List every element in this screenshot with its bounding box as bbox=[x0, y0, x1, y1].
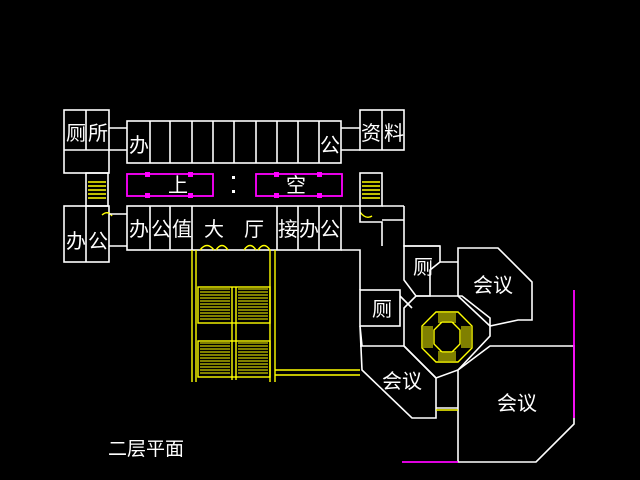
atrium-void bbox=[126, 172, 343, 198]
label-void-1: 上 bbox=[168, 173, 188, 197]
grand-stair bbox=[191, 250, 360, 382]
label-lobby-2: 公 bbox=[151, 217, 171, 241]
label-meeting-sw: 会议 bbox=[382, 369, 422, 393]
label-lobby-1: 办 bbox=[129, 217, 149, 241]
octagon-stair bbox=[403, 295, 491, 379]
label-archive-2: 料 bbox=[384, 121, 404, 145]
label-meeting-ne: 会议 bbox=[473, 273, 513, 297]
label-office-west-1: 办 bbox=[66, 229, 86, 253]
label-restroom-nw-2: 所 bbox=[88, 121, 108, 145]
label-archive-1: 资 bbox=[361, 121, 381, 145]
east-stair bbox=[359, 172, 405, 221]
label-office-top-right: 公 bbox=[320, 133, 340, 157]
west-stair bbox=[85, 172, 109, 207]
west-office bbox=[63, 205, 113, 263]
label-lobby-8: 公 bbox=[320, 217, 340, 241]
office-row-top bbox=[126, 120, 342, 164]
label-lobby-6: 接 bbox=[278, 217, 298, 241]
archive-block bbox=[341, 109, 405, 151]
drawing-caption: 二层平面 bbox=[108, 438, 184, 460]
east-restroom-1 bbox=[403, 245, 441, 297]
label-restroom-e2: 厕 bbox=[372, 297, 392, 321]
label-office-top-left: 办 bbox=[129, 133, 149, 157]
label-meeting-se: 会议 bbox=[497, 391, 537, 415]
meeting-room-ne bbox=[440, 247, 533, 327]
lobby-row bbox=[126, 205, 342, 251]
label-lobby-3: 值 bbox=[172, 217, 192, 241]
east-restroom-2 bbox=[359, 289, 413, 327]
label-void-2: 空 bbox=[286, 173, 306, 197]
label-office-west-2: 公 bbox=[88, 229, 108, 253]
label-lobby-7: 办 bbox=[299, 217, 319, 241]
label-lobby-5: 厅 bbox=[244, 217, 264, 241]
label-restroom-nw-1: 厕 bbox=[66, 121, 86, 145]
meeting-room-sw bbox=[359, 325, 437, 419]
label-restroom-e1: 厕 bbox=[413, 255, 433, 279]
label-lobby-4: 大 bbox=[204, 217, 224, 241]
